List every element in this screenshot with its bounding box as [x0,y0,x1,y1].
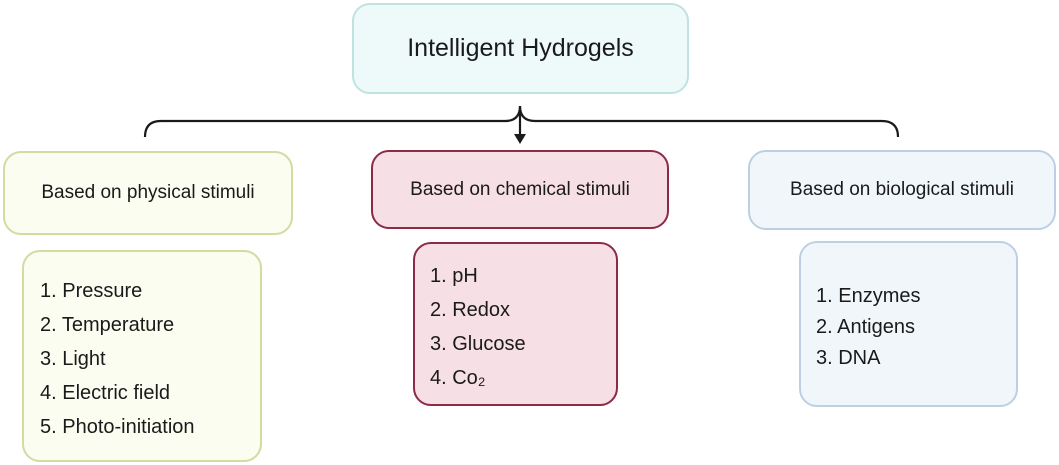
list-item: 1. pH [430,265,478,287]
list-item: 3. DNA [816,347,881,369]
list-item: 3. Glucose [430,333,526,355]
list-item: 2. Antigens [816,316,915,338]
root-node: Intelligent Hydrogels [352,3,689,94]
category-chemical-label: Based on chemical stimuli [410,178,630,200]
list-item: 2. Redox [430,299,511,321]
list-chemical: 1. pH 2. Redox 3. Glucose 4. Co₂ [413,242,618,406]
list-item: 4. Co₂ [430,367,486,389]
curly-brace [143,105,900,138]
list-item: 1. Pressure [40,280,143,302]
list-item: 2. Temperature [40,314,175,336]
category-biological-label: Based on biological stimuli [790,179,1014,200]
category-physical-label: Based on physical stimuli [41,182,255,203]
list-item: 1. Enzymes [816,285,921,307]
arrow-head-icon [514,134,526,144]
category-physical: Based on physical stimuli [3,151,293,235]
list-item: 3. Light [40,348,106,370]
list-item: 5. Photo-initiation [40,416,195,438]
root-title: Intelligent Hydrogels [407,34,634,62]
list-item: 4. Electric field [40,382,171,404]
list-physical: 1. Pressure 2. Temperature 3. Light 4. E… [22,250,262,462]
list-biological: 1. Enzymes 2. Antigens 3. DNA [799,241,1018,407]
category-biological: Based on biological stimuli [748,150,1056,230]
category-chemical: Based on chemical stimuli [371,150,669,229]
